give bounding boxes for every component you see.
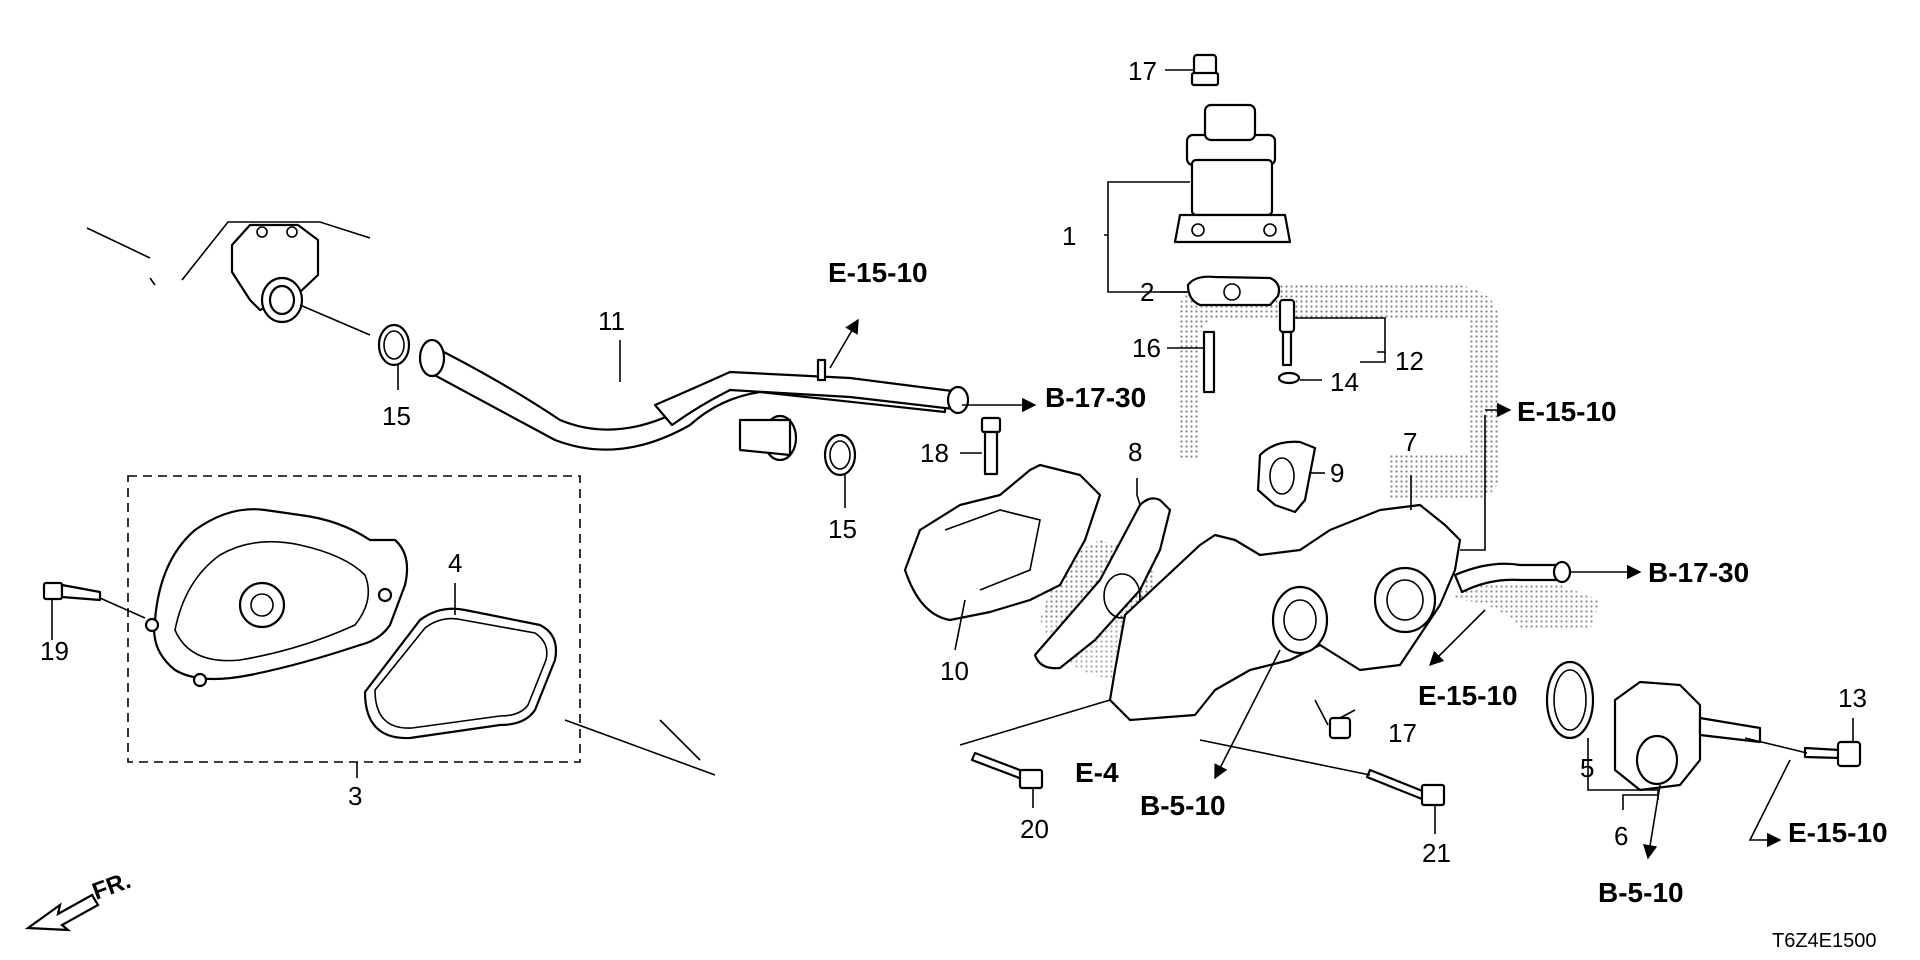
part-number-7[interactable]: 7	[1403, 427, 1417, 457]
part-number-2[interactable]: 2	[1140, 277, 1154, 307]
part-number-16[interactable]: 16	[1132, 333, 1161, 363]
egr-gasket-2[interactable]	[1186, 275, 1281, 307]
bolt-20[interactable]	[970, 751, 1044, 790]
part-number-20[interactable]: 20	[1020, 814, 1049, 844]
water-pump-assembly-box	[127, 475, 581, 763]
part-number-19[interactable]: 19	[40, 636, 69, 666]
reference-arrows	[829, 318, 1791, 860]
part-number-11[interactable]: 11	[598, 306, 625, 336]
ref-b17-upper[interactable]: B-17-30	[1045, 382, 1146, 413]
part-number-6[interactable]: 6	[1614, 821, 1628, 851]
water-outlet-housing-7[interactable]	[1108, 503, 1572, 722]
ref-b17-right[interactable]: B-17-30	[1648, 557, 1749, 588]
part-number-13[interactable]: 13	[1838, 683, 1867, 713]
front-marker: FR.	[89, 867, 135, 906]
part-number-14[interactable]: 14	[1330, 367, 1359, 397]
gasket-9[interactable]	[1256, 440, 1317, 514]
part-number-21[interactable]: 21	[1422, 838, 1451, 868]
o-ring-14[interactable]	[1277, 371, 1301, 385]
nut-17-top[interactable]	[1190, 53, 1220, 87]
part-number-17-top[interactable]: 17	[1128, 56, 1157, 86]
temperature-sensor-12[interactable]	[1278, 298, 1296, 367]
water-pipe-11[interactable]	[418, 338, 970, 462]
egr-valve-1[interactable]	[1173, 103, 1292, 244]
part-number-4[interactable]: 4	[448, 548, 462, 578]
bolt-19[interactable]	[42, 581, 102, 602]
part-number-15-right[interactable]: 15	[828, 514, 857, 544]
part-number-17-bottom[interactable]: 17	[1388, 718, 1417, 748]
thermostat-housing-6[interactable]	[1613, 680, 1762, 792]
part-number-3[interactable]: 3	[348, 781, 362, 811]
ref-b5-center[interactable]: B-5-10	[1140, 790, 1226, 821]
part-number-8[interactable]: 8	[1128, 437, 1142, 467]
part-number-5[interactable]: 5	[1580, 753, 1594, 783]
engine-corner-sketch	[86, 221, 371, 336]
reference-labels: E-15-10 B-17-30 E-15-10 B-17-30 E-15-10 …	[828, 257, 1888, 908]
ref-e15-mid[interactable]: E-15-10	[1418, 680, 1518, 711]
front-direction-arrow-icon	[24, 893, 100, 932]
ref-e4[interactable]: E-4	[1075, 757, 1119, 788]
water-pump-3[interactable]	[144, 508, 409, 688]
nut-17-bottom[interactable]	[1328, 716, 1352, 740]
ref-e15-bottom[interactable]: E-15-10	[1788, 817, 1888, 848]
part-number-12[interactable]: 12	[1395, 346, 1424, 376]
ref-e15-top[interactable]: E-15-10	[828, 257, 928, 288]
cover-10[interactable]	[903, 463, 1102, 622]
diagram-code: T6Z4E1500	[1772, 930, 1877, 952]
ref-b5-bottom[interactable]: B-5-10	[1598, 877, 1684, 908]
part-number-15-left[interactable]: 15	[382, 401, 411, 431]
part-number-9[interactable]: 9	[1330, 458, 1344, 488]
part-number-18[interactable]: 18	[920, 438, 949, 468]
bolt-21[interactable]	[1365, 768, 1446, 807]
o-ring-5[interactable]	[1545, 660, 1595, 740]
bolt-13[interactable]	[1803, 740, 1862, 768]
ref-e15-right[interactable]: E-15-10	[1517, 396, 1617, 427]
part-number-1[interactable]: 1	[1062, 221, 1076, 251]
pump-gasket-4[interactable]	[363, 607, 558, 740]
part-number-10[interactable]: 10	[940, 656, 969, 686]
bolt-18[interactable]	[980, 416, 1002, 476]
stud-16[interactable]	[1202, 330, 1216, 394]
part-number-labels: 1 2 3 4 5 6 7 8 9 10 11 12 13 14 15 15 1…	[40, 56, 1867, 868]
gasket-8[interactable]	[1033, 497, 1172, 670]
